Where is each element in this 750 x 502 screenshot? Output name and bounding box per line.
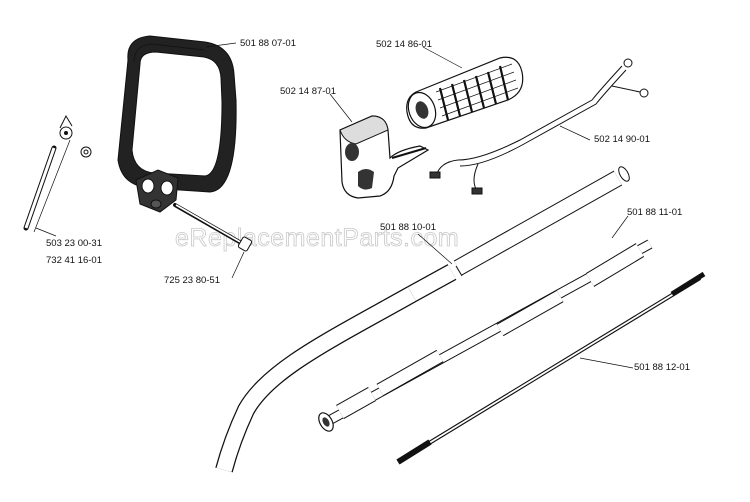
part-label-washer: 732 41 16-01	[46, 255, 102, 266]
part-label-flex-cable: 501 88 12-01	[634, 362, 690, 373]
leader-lines	[35, 42, 634, 369]
part-label-drive-shaft: 501 88 11-01	[627, 207, 682, 218]
part-label-throttle-housing: 502 14 87-01	[280, 86, 336, 97]
flex-cable-drawing	[396, 271, 706, 465]
wing-nut-drawing	[23, 114, 92, 233]
drive-tube-drawing	[215, 166, 630, 473]
watermark-text: eReplacementParts.com	[175, 224, 459, 252]
wire-harness-drawing	[429, 58, 649, 195]
part-label-grip: 502 14 86-01	[376, 39, 432, 50]
part-label-wire-harness: 502 14 90-01	[594, 134, 650, 145]
grip-drawing	[406, 56, 524, 129]
part-label-drive-tube: 501 88 10-01	[380, 222, 436, 233]
part-label-handle-loop: 501 88 07-01	[240, 38, 296, 49]
drive-shaft-drawing	[318, 239, 653, 432]
bolt-drawing	[173, 203, 253, 252]
part-label-wing-nut: 503 23 00-31	[46, 238, 102, 249]
throttle-housing-drawing	[339, 115, 430, 199]
part-label-bolt: 725 23 80-51	[164, 275, 220, 286]
handle-loop-drawing	[117, 35, 237, 213]
